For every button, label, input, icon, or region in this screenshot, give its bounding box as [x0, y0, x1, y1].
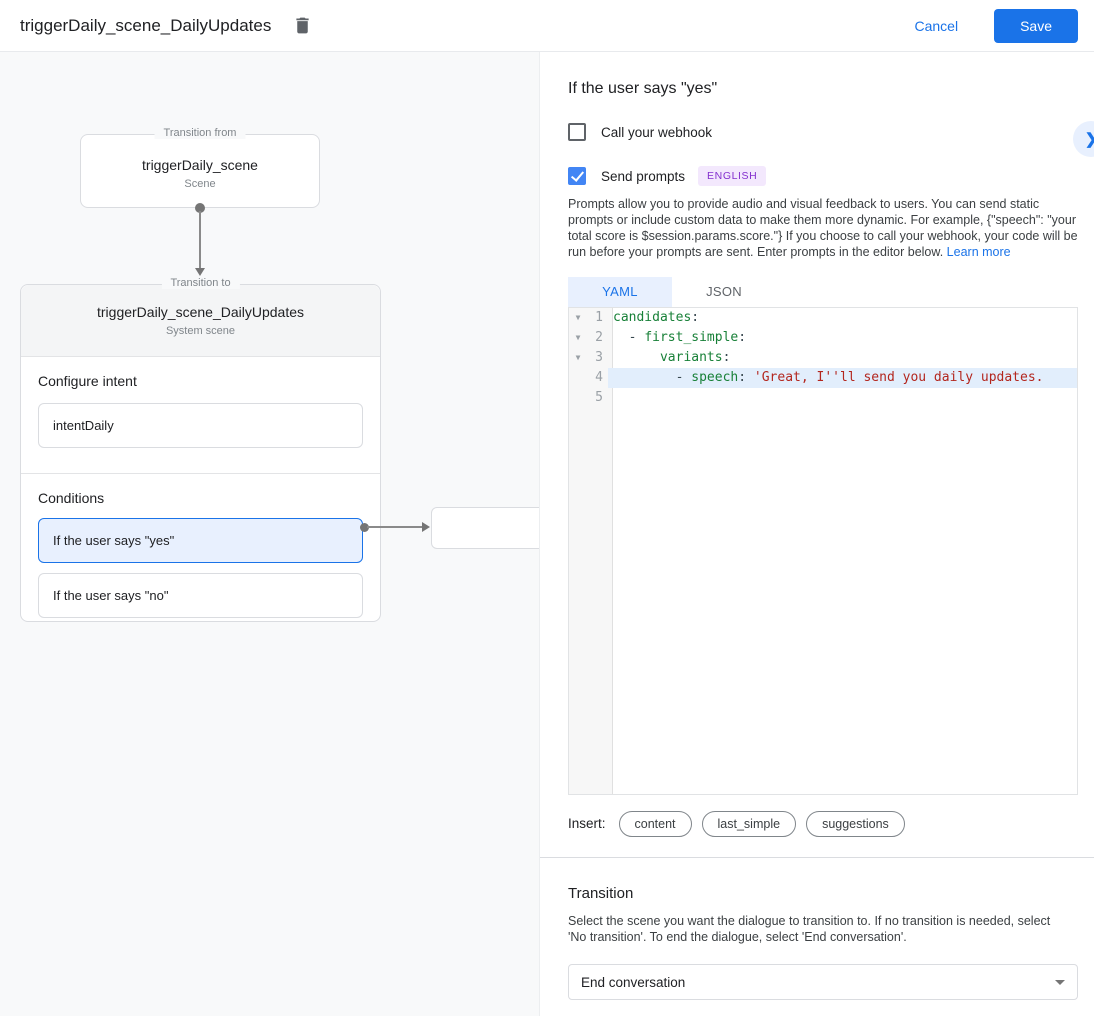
fold-arrow-icon[interactable]: ▼	[575, 312, 581, 322]
from-scene-type: Scene	[184, 177, 216, 190]
prompts-description: Prompts allow you to provide audio and v…	[568, 197, 1086, 261]
code-line-content[interactable]: variants:	[659, 349, 731, 365]
editor-line[interactable]: ▼ 2 - first_simple:	[569, 328, 1077, 348]
insert-label: Insert:	[568, 816, 606, 832]
to-scene-type: System scene	[165, 325, 236, 337]
transition-to-legend: Transition to	[161, 277, 240, 289]
delete-scene-button[interactable]	[289, 13, 315, 39]
section-divider	[21, 473, 380, 474]
condition-item-yes[interactable]: If the user says "yes"	[38, 518, 363, 563]
line-number: 1	[595, 309, 603, 325]
editor-gutter	[569, 307, 613, 794]
save-button[interactable]: Save	[994, 8, 1078, 43]
insert-content-button[interactable]: content	[618, 810, 692, 837]
prompts-description-text: Prompts allow you to provide audio and v…	[568, 197, 1078, 259]
connector-dot	[195, 203, 205, 213]
condition-item-no[interactable]: If the user says "no"	[38, 573, 363, 618]
panel-title: If the user says "yes"	[568, 80, 718, 97]
editor-line[interactable]: ▼ 3 variants:	[569, 348, 1077, 368]
line-number: 4	[595, 369, 603, 385]
tab-json[interactable]: JSON	[706, 284, 742, 300]
transition-from-node[interactable]: Transition from triggerDaily_scene Scene	[80, 127, 320, 208]
prompt-code-editor[interactable]: ▼ 1 candidates: ▼ 2 - first_simple: ▼ 3 varian…	[568, 306, 1078, 795]
transition-from-legend: Transition from	[154, 127, 246, 139]
editor-format-tabs: YAML JSON	[568, 276, 1086, 307]
configure-intent-label: Configure intent	[38, 373, 137, 389]
connector-dot	[360, 523, 369, 532]
insert-row: Insert: content last_simple suggestions	[568, 810, 1086, 837]
insert-last-simple-button[interactable]: last_simple	[701, 810, 797, 837]
fold-arrow-icon[interactable]: ▼	[575, 332, 581, 342]
connector-line-vertical	[199, 211, 201, 269]
arrow-down-icon	[195, 268, 205, 276]
cancel-button[interactable]: Cancel	[914, 17, 959, 34]
conditions-label: Conditions	[38, 490, 105, 506]
code-line-content[interactable]: - first_simple:	[613, 329, 747, 345]
editor-line[interactable]: 4 - speech: 'Great, I''ll send you daily…	[569, 367, 1077, 388]
line-number: 3	[595, 349, 603, 365]
webhook-checkbox-row: Call your webhook	[568, 123, 1086, 141]
fold-arrow-icon	[569, 368, 587, 388]
tab-yaml[interactable]: YAML	[568, 276, 672, 307]
line-number: 5	[595, 389, 603, 405]
to-scene-name: triggerDaily_scene_DailyUpdates	[97, 304, 304, 320]
webhook-checkbox[interactable]	[568, 123, 586, 141]
fold-arrow-icon	[569, 388, 587, 408]
scene-header: triggerDaily_scene_DailyUpdates System s…	[21, 285, 380, 357]
code-line-content[interactable]: - speech: 'Great, I''ll send you daily u…	[608, 367, 1077, 388]
panel-divider	[540, 856, 1094, 858]
from-scene-name: triggerDaily_scene	[142, 156, 258, 173]
condition-detail-panel: If the user says "yes" ❯ Call your webho…	[540, 52, 1094, 1016]
editor-line[interactable]: 5	[569, 388, 1077, 408]
intent-field[interactable]: intentDaily	[38, 403, 363, 448]
transition-select[interactable]: End conversation	[568, 964, 1078, 1001]
scene-flow-canvas: Transition from triggerDaily_scene Scene…	[0, 52, 540, 1016]
chevron-right-icon: ❯	[1085, 130, 1094, 148]
code-line-content[interactable]: candidates:	[613, 309, 700, 325]
send-prompts-label: Send prompts	[601, 168, 686, 184]
code-line-content[interactable]	[608, 388, 1077, 408]
learn-more-link[interactable]: Learn more	[946, 244, 1011, 259]
transition-description: Select the scene you want the dialogue t…	[568, 913, 1051, 944]
top-bar: triggerDaily_scene_DailyUpdates Cancel S…	[0, 0, 1094, 52]
transition-to-node: Transition to triggerDaily_scene_DailyUp…	[20, 277, 381, 622]
collapse-panel-button[interactable]: ❯	[1073, 121, 1094, 157]
arrow-right-icon	[422, 522, 430, 532]
webhook-label: Call your webhook	[601, 124, 713, 140]
fold-arrow-icon[interactable]: ▼	[575, 352, 581, 362]
language-badge: ENGLISH	[698, 166, 767, 186]
connector-line-horizontal	[367, 526, 423, 528]
dropdown-caret-icon	[1055, 979, 1065, 985]
prompts-checkbox-row: Send prompts ENGLISH	[568, 166, 1086, 186]
page-title: triggerDaily_scene_DailyUpdates	[20, 15, 272, 35]
condition-target-node[interactable]	[431, 507, 539, 549]
transition-select-value: End conversation	[581, 974, 686, 990]
line-number: 2	[595, 329, 603, 345]
insert-suggestions-button[interactable]: suggestions	[806, 810, 905, 837]
send-prompts-checkbox[interactable]	[568, 167, 586, 185]
transition-title: Transition	[568, 884, 634, 902]
editor-line[interactable]: ▼ 1 candidates:	[569, 308, 1077, 328]
trash-icon	[292, 15, 313, 36]
